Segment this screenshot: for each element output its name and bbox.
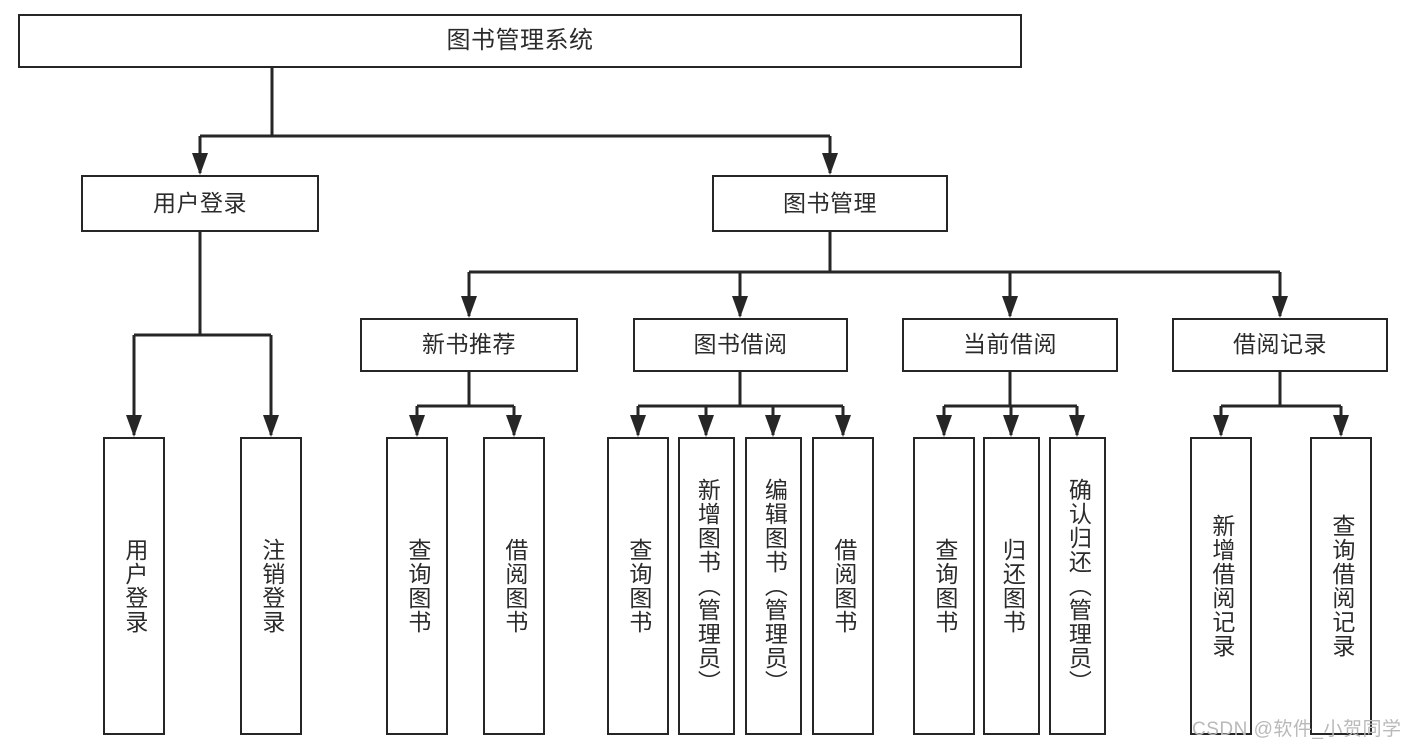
node-label: 注销登录 — [258, 538, 285, 634]
node-label: 归还图书 — [999, 538, 1026, 634]
node-label: 借阅图书 — [501, 538, 528, 634]
node-label: 新增图书（管理员） — [694, 478, 721, 694]
node-leaf-add-book[interactable]: 新增图书（管理员） — [678, 437, 735, 735]
node-leaf-query-record[interactable]: 查询借阅记录 — [1310, 437, 1372, 735]
node-label: 编辑图书（管理员） — [761, 478, 788, 694]
node-label: 查询图书 — [404, 538, 431, 634]
node-root[interactable]: 图书管理系统 — [18, 14, 1022, 68]
node-label: 借阅图书 — [830, 538, 857, 634]
node-new-book-rec[interactable]: 新书推荐 — [360, 318, 578, 372]
node-borrow-record[interactable]: 借阅记录 — [1172, 318, 1388, 372]
node-label: 确认归还（管理员） — [1065, 478, 1092, 694]
node-leaf-query-book-1[interactable]: 查询图书 — [386, 437, 448, 735]
node-label: 图书管理系统 — [446, 26, 594, 54]
node-leaf-confirm-return[interactable]: 确认归还（管理员） — [1049, 437, 1106, 735]
node-leaf-edit-book[interactable]: 编辑图书（管理员） — [745, 437, 802, 735]
node-current-borrow[interactable]: 当前借阅 — [902, 318, 1118, 372]
node-leaf-user-login[interactable]: 用户登录 — [103, 437, 165, 735]
node-user-login[interactable]: 用户登录 — [81, 175, 319, 232]
node-label: 查询图书 — [625, 538, 652, 634]
watermark: CSDN @软件_小贺同学 — [1192, 719, 1402, 740]
node-leaf-logout[interactable]: 注销登录 — [240, 437, 302, 735]
node-label: 用户登录 — [153, 189, 247, 216]
node-leaf-borrow-book-1[interactable]: 借阅图书 — [483, 437, 545, 735]
node-leaf-borrow-book-2[interactable]: 借阅图书 — [812, 437, 874, 735]
node-book-borrow[interactable]: 图书借阅 — [633, 318, 848, 372]
node-book-manage[interactable]: 图书管理 — [712, 175, 948, 232]
node-label: 借阅记录 — [1233, 331, 1327, 358]
node-label: 新书推荐 — [422, 331, 516, 358]
node-leaf-return-book[interactable]: 归还图书 — [983, 437, 1040, 735]
node-leaf-add-record[interactable]: 新增借阅记录 — [1190, 437, 1252, 735]
node-label: 查询图书 — [931, 538, 958, 634]
node-label: 用户登录 — [121, 538, 148, 634]
node-label: 查询借阅记录 — [1328, 514, 1355, 658]
node-leaf-query-book-3[interactable]: 查询图书 — [913, 437, 975, 735]
node-label: 图书管理 — [783, 189, 877, 216]
node-label: 当前借阅 — [963, 331, 1057, 358]
node-leaf-query-book-2[interactable]: 查询图书 — [607, 437, 669, 735]
node-label: 图书借阅 — [693, 331, 788, 358]
node-label: 新增借阅记录 — [1208, 514, 1235, 658]
